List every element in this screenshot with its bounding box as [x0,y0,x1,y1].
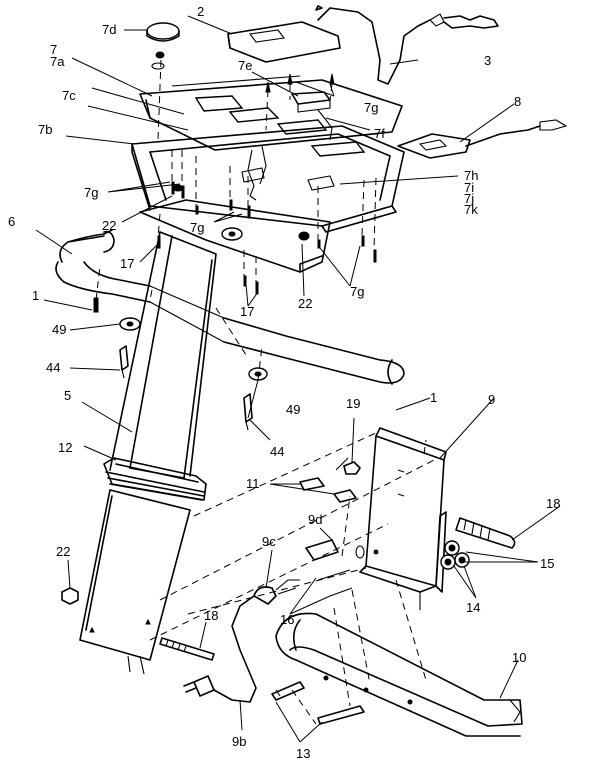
bottom-bolt-18 [159,637,215,661]
console-pulse-sensor [397,119,568,159]
power-cord [183,579,300,703]
console-display-panel [227,21,341,63]
label-part-7a: 7a [50,54,65,69]
label-part-22-bottom: 22 [56,544,70,559]
label-part-7c: 7c [62,88,76,103]
label-part-12: 12 [58,440,72,455]
label-part-10: 10 [512,650,526,665]
label-part-22-mid: 22 [298,296,312,311]
label-part-14: 14 [466,600,480,615]
bracket-hardware [299,457,516,597]
label-part-1-right: 1 [430,390,437,405]
upright-stem [109,231,217,479]
label-part-49-right: 49 [286,402,300,417]
label-part-7g-left: 7g [84,185,98,200]
label-part-15: 15 [540,556,554,571]
label-part-7e: 7e [238,58,252,73]
label-part-7g-right: 7g [350,284,364,299]
label-part-17-left: 17 [120,256,134,271]
label-part-16: 16 [280,612,294,627]
label-part-7b: 7b [38,122,52,137]
label-part-7j: 7j [464,191,474,206]
stem-nut-lower-left [61,587,79,605]
label-part-18-right: 18 [546,496,560,511]
label-part-7k: 7k [464,202,478,217]
stem-boot [103,457,207,501]
label-part-7f: 7f [374,126,385,141]
part-labels: 2 3 7 7a 7d 7e 7g 7c 7f 8 7b 7h 7i 7j 7k… [8,4,560,761]
label-part-5: 5 [64,388,71,403]
label-part-7d: 7d [102,22,116,37]
console-housing-tray [131,125,405,233]
lower-stem-tube [79,489,191,675]
label-part-6: 6 [8,214,15,229]
label-part-17-mid: 17 [240,304,254,319]
leader-lines [35,15,561,743]
handlebar-fasteners [93,265,268,431]
label-part-9d: 9d [308,512,322,527]
label-part-2: 2 [197,4,204,19]
label-part-9: 9 [488,392,495,407]
label-part-7: 7 [50,42,57,57]
label-part-9c: 9c [262,534,276,549]
handlebar [55,229,405,385]
label-part-19: 19 [346,396,360,411]
label-part-7h: 7h [464,168,478,183]
console-wiring [247,145,267,201]
label-part-8: 8 [514,94,521,109]
label-part-49-left: 49 [52,322,66,337]
console-screws [157,59,377,295]
label-part-44-left: 44 [46,360,60,375]
rear-stabilizer [275,612,523,737]
label-part-44-right: 44 [270,444,284,459]
label-part-13: 13 [296,746,310,761]
console-bottom-plate [139,184,331,273]
stabilizer-bolts [271,681,365,725]
label-part-3: 3 [484,53,491,68]
frame-bracket [359,427,447,610]
label-part-11: 11 [246,476,260,491]
label-part-22-top: 22 [102,218,116,233]
label-part-18-bottom: 18 [204,608,218,623]
label-part-7i: 7i [464,180,474,195]
console-knob [146,22,180,70]
label-part-7g-mid: 7g [190,220,204,235]
label-part-9b: 9b [232,734,246,749]
assembly-guide-lines [149,307,439,725]
console-sensor-cable [315,5,499,85]
label-part-1-left: 1 [32,288,39,303]
label-part-7g-top: 7g [364,100,378,115]
